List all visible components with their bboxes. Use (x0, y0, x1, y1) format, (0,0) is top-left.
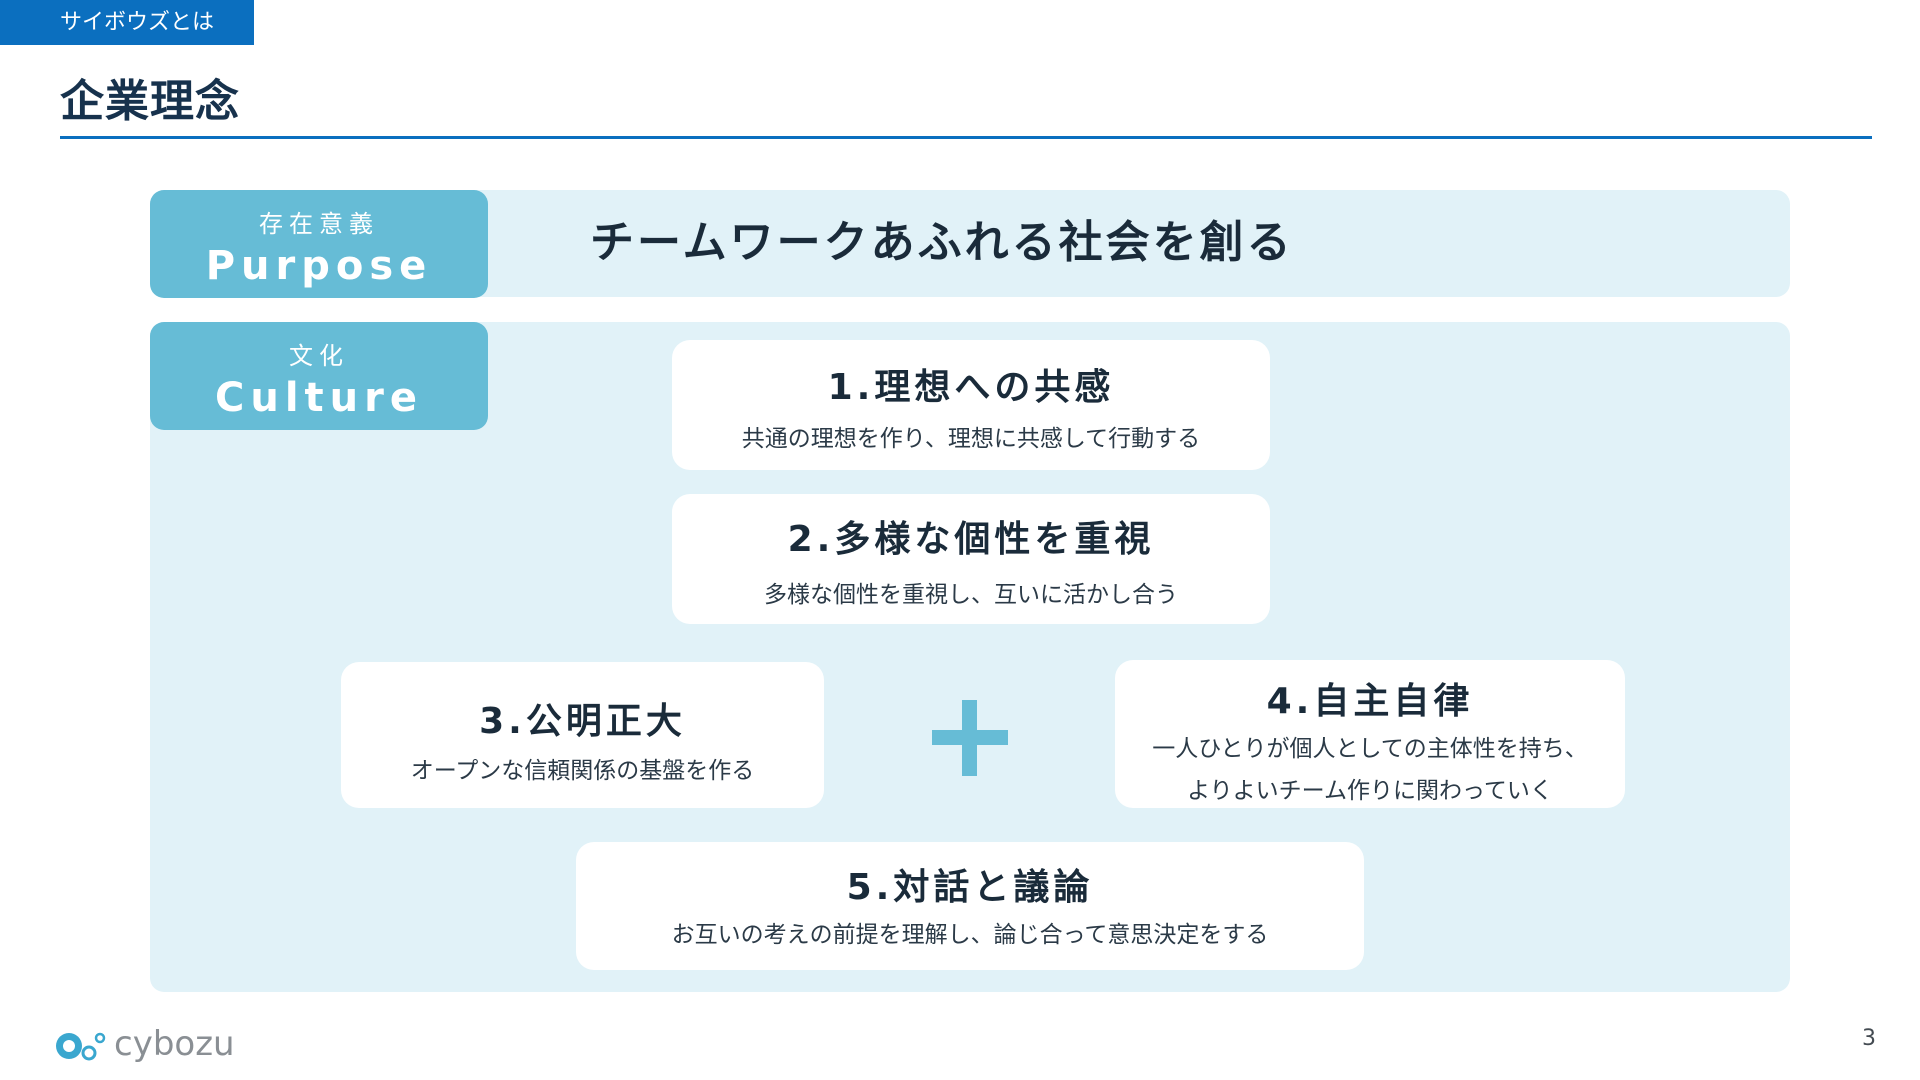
culture-card-5: 5.対話と議論 お互いの考えの前提を理解し、論じ合って意思決定をする (576, 842, 1364, 970)
culture-card-title: 5.対話と議論 (846, 867, 1094, 908)
culture-card-title: 1.理想への共感 (827, 367, 1115, 408)
cybozu-logo-icon (56, 1032, 106, 1061)
culture-label-en: Culture (215, 375, 423, 421)
page-title: 企業理念 (60, 76, 240, 127)
cybozu-logo-text: cybozu (114, 1024, 235, 1064)
culture-card-2: 2.多様な個性を重視 多様な個性を重視し、互いに活かし合う (672, 494, 1270, 624)
culture-card-description: オープンな信頼関係の基盤を作る (410, 758, 755, 784)
culture-label-jp: 文化 (289, 342, 349, 370)
culture-card-1: 1.理想への共感 共通の理想を作り、理想に共感して行動する (672, 340, 1270, 470)
culture-card-title: 3.公明正大 (479, 701, 686, 742)
cybozu-logo: cybozu (52, 1022, 235, 1066)
culture-card-3: 3.公明正大 オープンな信頼関係の基盤を作る (341, 662, 824, 808)
plus-icon (932, 700, 1008, 776)
culture-card-description: 共通の理想を作り、理想に共感して行動する (741, 426, 1201, 452)
purpose-label-en: Purpose (205, 243, 433, 289)
culture-card-description: お互いの考えの前提を理解し、論じ合って意思決定をする (671, 922, 1269, 948)
culture-card-title: 4.自主自律 (1266, 681, 1474, 722)
culture-card-description: 多様な個性を重視し、互いに活かし合う (764, 582, 1178, 608)
culture-card-4: 4.自主自律 一人ひとりが個人としての主体性を持ち、 よりよいチーム作りに関わっ… (1115, 660, 1625, 808)
title-divider (60, 136, 1872, 139)
page-number: 3 (1862, 1026, 1876, 1051)
culture-card-description-line1: 一人ひとりが個人としての主体性を持ち、 (1152, 736, 1588, 762)
section-tag: サイボウズとは (0, 0, 254, 45)
culture-card-title: 2.多様な個性を重視 (787, 519, 1155, 560)
purpose-statement: チームワークあふれる社会を創る (590, 217, 1294, 268)
purpose-label-jp: 存在意義 (259, 210, 379, 238)
culture-label: 文化 Culture (150, 322, 488, 430)
culture-card-description-line2: よりよいチーム作りに関わっていく (1187, 778, 1553, 804)
purpose-label: 存在意義 Purpose (150, 190, 488, 298)
